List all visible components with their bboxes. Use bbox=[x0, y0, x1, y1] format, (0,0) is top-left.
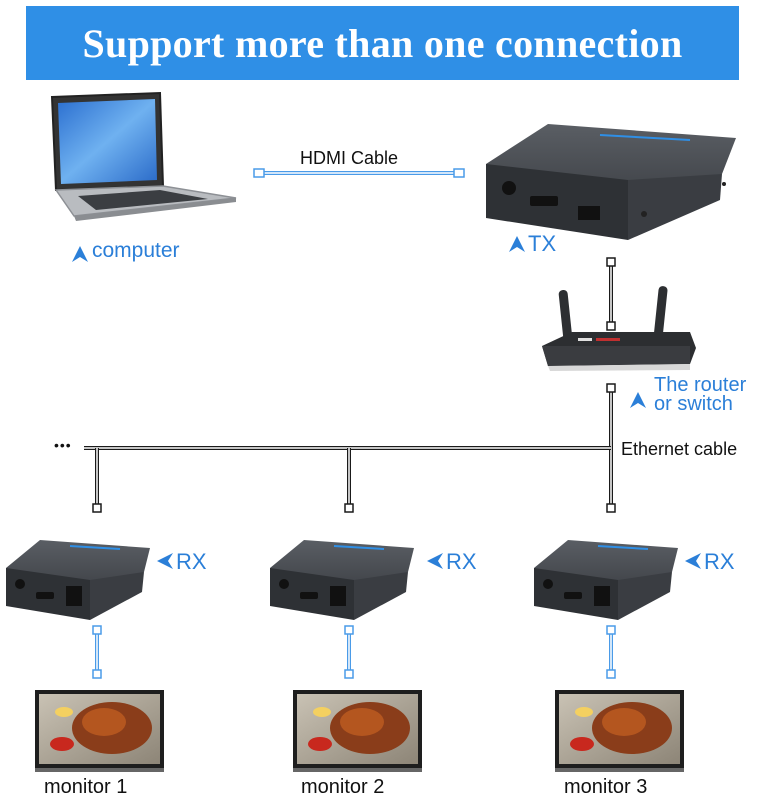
tx-router-cable bbox=[606, 257, 616, 331]
router-label-line2: or switch bbox=[654, 393, 733, 415]
pointer-arrows bbox=[72, 236, 701, 569]
router-label-line1: The router bbox=[654, 374, 747, 396]
rx-extender-icon-1 bbox=[6, 540, 150, 620]
rx-monitor-cables bbox=[92, 625, 616, 679]
rx-label-3: RX bbox=[704, 549, 735, 574]
rx-extender-icon-3 bbox=[534, 540, 678, 620]
computer-label: computer bbox=[92, 239, 180, 262]
monitor-label-1: monitor 1 bbox=[44, 776, 128, 798]
monitor-label-2: monitor 2 bbox=[301, 776, 385, 798]
tx-extender-icon bbox=[486, 124, 736, 240]
computer-up-arrow-icon bbox=[72, 246, 88, 262]
monitor-icon-1 bbox=[35, 690, 164, 772]
laptop-icon bbox=[50, 91, 237, 221]
rx-left-arrow-icon-1 bbox=[157, 553, 173, 569]
rx-label-1: RX bbox=[176, 549, 207, 574]
banner-title: Support more than one connection bbox=[82, 20, 683, 66]
ethernet-cable bbox=[84, 383, 616, 513]
rx-label-2: RX bbox=[446, 549, 477, 574]
title-banner: Support more than one connection bbox=[26, 6, 739, 80]
monitor-label-3: monitor 3 bbox=[564, 776, 648, 798]
router-icon bbox=[542, 286, 696, 371]
router-up-arrow-icon bbox=[630, 392, 646, 408]
rx-left-arrow-icon-2 bbox=[427, 553, 443, 569]
hdmi-cable-label: HDMI Cable bbox=[300, 148, 399, 168]
hdmi-cable bbox=[253, 168, 465, 178]
monitor-icon-3 bbox=[555, 690, 684, 772]
rx-left-arrow-icon-3 bbox=[685, 553, 701, 569]
router-label: The router or switch bbox=[654, 374, 747, 415]
tx-label: TX bbox=[528, 231, 557, 256]
tx-up-arrow-icon bbox=[509, 236, 525, 252]
rx-extender-icon-2 bbox=[270, 540, 414, 620]
ethernet-cable-label: Ethernet cable bbox=[621, 439, 738, 459]
monitor-icon-2 bbox=[293, 690, 422, 772]
more-connections-ellipsis: ••• bbox=[54, 437, 72, 453]
